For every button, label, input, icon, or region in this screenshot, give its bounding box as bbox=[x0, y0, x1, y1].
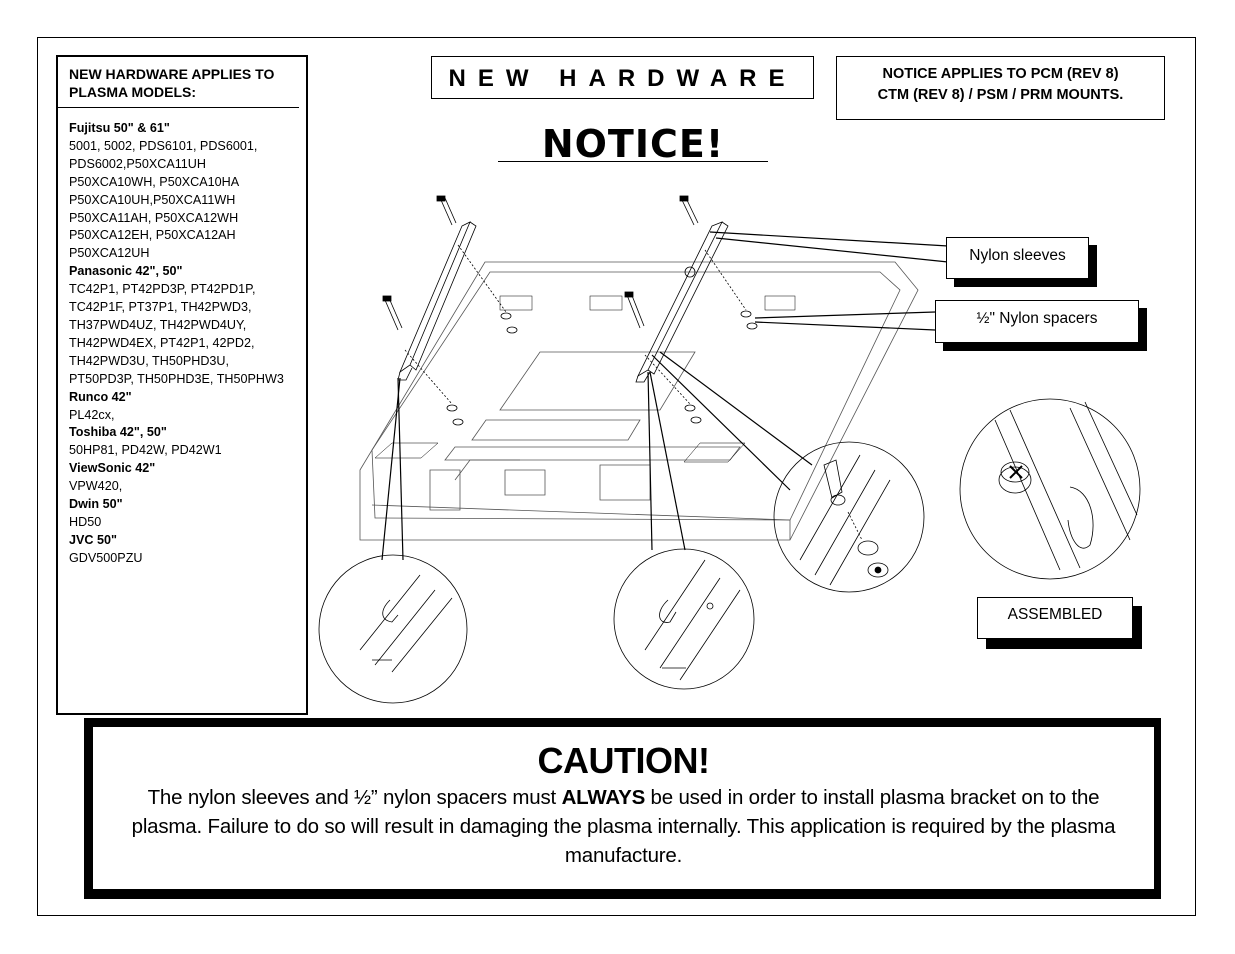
detail-right bbox=[773, 441, 925, 593]
page-frame bbox=[37, 37, 1196, 916]
detail-left bbox=[318, 554, 468, 704]
model-line: TH42PWD4EX, PT42P1, 42PD2, bbox=[69, 335, 255, 350]
brand-name: Dwin 50" bbox=[69, 497, 123, 512]
new-hardware-title: NEW HARDWARE bbox=[431, 56, 814, 99]
model-line: PT50PD3P, TH50PHD3E, TH50PHW3 bbox=[69, 371, 284, 386]
caution-text-before: The nylon sleeves and ½” nylon spacers m… bbox=[147, 786, 562, 809]
model-line: VPW420, bbox=[69, 479, 123, 494]
detail-assembled bbox=[959, 398, 1141, 580]
nylon-spacers-callout: ½" Nylon spacers bbox=[935, 300, 1139, 343]
brand-name: Fujitsu 50" & 61" bbox=[69, 121, 170, 135]
caution-text-always: ALWAYS bbox=[561, 786, 646, 809]
models-box: NEW HARDWARE APPLIES TO PLASMA MODELS: F… bbox=[56, 55, 308, 715]
model-line: PDS6002,P50XCA11UH bbox=[69, 156, 206, 171]
right-bracket bbox=[626, 197, 729, 383]
model-line: P50XCA12EH, P50XCA12AH bbox=[69, 228, 236, 243]
model-line: P50XCA10WH, P50XCA10HA bbox=[69, 174, 240, 189]
assembled-callout: ASSEMBLED bbox=[977, 597, 1133, 639]
spacer-washers bbox=[404, 244, 758, 426]
brand-name: JVC 50" bbox=[69, 532, 117, 547]
plasma-screen-drawing bbox=[359, 261, 919, 541]
model-line: GDV500PZU bbox=[69, 550, 143, 565]
model-line: P50XCA10UH,P50XCA11WH bbox=[69, 192, 236, 207]
brand-name: Runco 42" bbox=[69, 389, 132, 404]
notice-applies-box: NOTICE APPLIES TO PCM (REV 8) CTM (REV 8… bbox=[836, 56, 1165, 120]
model-line: TC42P1, PT42PD3P, PT42PD1P, bbox=[69, 282, 256, 297]
caution-text-after: be used in order to install plasma brack… bbox=[131, 786, 1116, 867]
detail-middle bbox=[613, 548, 755, 690]
caution-box: CAUTION! The nylon sleeves and ½” nylon … bbox=[93, 727, 1154, 889]
leader-lines bbox=[381, 231, 949, 561]
model-line: 5001, 5002, PDS6101, PDS6001, bbox=[69, 138, 258, 153]
nylon-spacers-label: ½" Nylon spacers bbox=[976, 310, 1098, 327]
notice-heading: NOTICE! bbox=[541, 122, 725, 166]
model-line: P50XCA11AH, P50XCA12WH bbox=[69, 210, 239, 225]
notice-underline bbox=[498, 161, 768, 162]
model-line: PL42cx, bbox=[69, 407, 115, 422]
model-line: TC42P1F, PT37P1, TH42PWD3, bbox=[69, 300, 252, 315]
assembled-label: ASSEMBLED bbox=[1007, 606, 1103, 623]
caution-text: The nylon sleeves and ½” nylon spacers m… bbox=[93, 783, 1154, 870]
notice-applies-line1: NOTICE APPLIES TO PCM (REV 8) bbox=[882, 66, 1119, 82]
model-line: P50XCA12UH bbox=[69, 246, 150, 261]
models-box-title: NEW HARDWARE APPLIES TO PLASMA MODELS: bbox=[58, 57, 299, 108]
model-line: TH37PWD4UZ, TH42PWD4UY, bbox=[69, 317, 247, 332]
left-bracket bbox=[384, 197, 477, 381]
model-line: TH42PWD3U, TH50PHD3U, bbox=[69, 353, 230, 368]
notice-applies-line2: CTM (REV 8) / PSM / PRM MOUNTS. bbox=[877, 87, 1124, 103]
nylon-sleeves-label: Nylon sleeves bbox=[969, 247, 1066, 264]
vent-grills bbox=[374, 295, 796, 463]
caution-title: CAUTION! bbox=[537, 740, 710, 781]
models-list: Fujitsu 50" & 61" 5001, 5002, PDS6101, PD… bbox=[58, 108, 306, 568]
brand-name: Panasonic 42", 50" bbox=[69, 264, 183, 279]
brand-name: Toshiba 42", 50" bbox=[69, 425, 167, 440]
nylon-sleeves-callout: Nylon sleeves bbox=[946, 237, 1089, 279]
model-line: HD50 bbox=[69, 514, 102, 529]
screws bbox=[382, 195, 689, 302]
model-line: 50HP81, PD42W, PD42W1 bbox=[69, 443, 222, 458]
brand-name: ViewSonic 42" bbox=[69, 461, 156, 476]
